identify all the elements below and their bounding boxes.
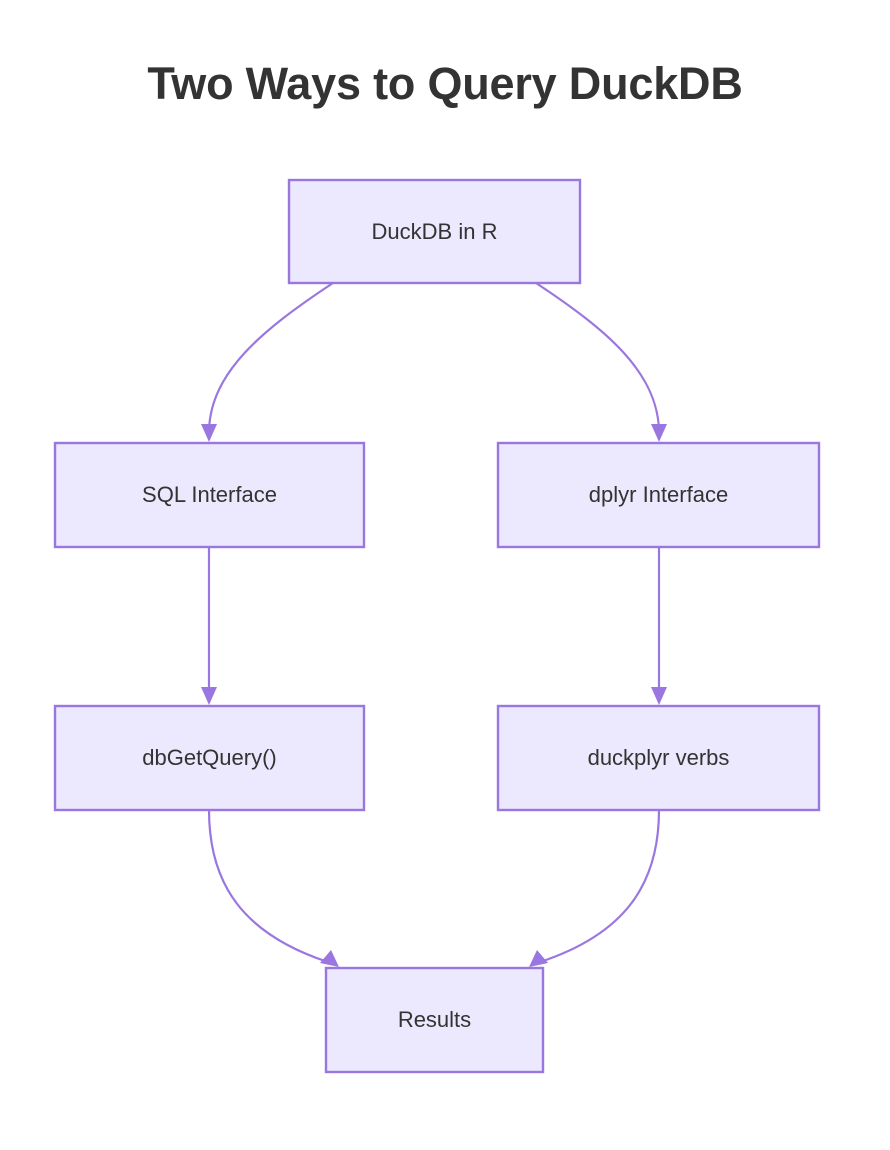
edge-sql-to-dbget <box>201 547 217 705</box>
node-results[interactable]: Results <box>324 966 545 1074</box>
node-results-box[interactable] <box>324 966 545 1074</box>
edge-dbget-to-result-arrowhead <box>320 950 339 967</box>
edge-dbget-to-result-line <box>207 809 329 964</box>
node-duckdb-in-r[interactable]: DuckDB in R <box>287 178 582 285</box>
node-dplyr-interface[interactable]: dplyr Interface <box>496 441 821 549</box>
edge-root-to-dplyr <box>535 282 667 442</box>
node-sql-interface[interactable]: SQL Interface <box>53 441 366 549</box>
node-dbgetquery[interactable]: dbGetQuery() <box>53 704 366 812</box>
edge-dplyr-to-verbs-arrowhead <box>651 687 667 705</box>
edge-dplyr-to-verbs <box>651 547 667 705</box>
node-dbgetquery-label: dbGetQuery() <box>142 745 277 770</box>
edge-root-to-dplyr-line <box>535 282 661 431</box>
node-results-label: Results <box>398 1007 471 1032</box>
edge-root-to-sql-line <box>207 282 334 431</box>
edge-dbget-to-result <box>207 809 339 967</box>
edge-root-to-sql <box>201 282 334 442</box>
node-duckplyr-verbs-box[interactable] <box>496 704 821 812</box>
node-dplyr-interface-label: dplyr Interface <box>589 482 728 507</box>
node-duckdb-in-r-box[interactable] <box>287 178 582 285</box>
node-duckplyr-verbs[interactable]: duckplyr verbs <box>496 704 821 812</box>
edge-verbs-to-result <box>529 809 661 967</box>
node-duckdb-in-r-label: DuckDB in R <box>372 219 498 244</box>
node-dbgetquery-box[interactable] <box>53 704 366 812</box>
node-dplyr-interface-box[interactable] <box>496 441 821 549</box>
edge-verbs-to-result-arrowhead <box>529 950 548 967</box>
page-title: Two Ways to Query DuckDB <box>147 58 743 109</box>
edge-root-to-sql-arrowhead <box>201 424 217 442</box>
edge-verbs-to-result-line <box>539 809 661 964</box>
edge-sql-to-dbget-arrowhead <box>201 687 217 705</box>
node-duckplyr-verbs-label: duckplyr verbs <box>588 745 730 770</box>
node-sql-interface-label: SQL Interface <box>142 482 277 507</box>
edge-root-to-dplyr-arrowhead <box>651 424 667 442</box>
node-sql-interface-box[interactable] <box>53 441 366 549</box>
